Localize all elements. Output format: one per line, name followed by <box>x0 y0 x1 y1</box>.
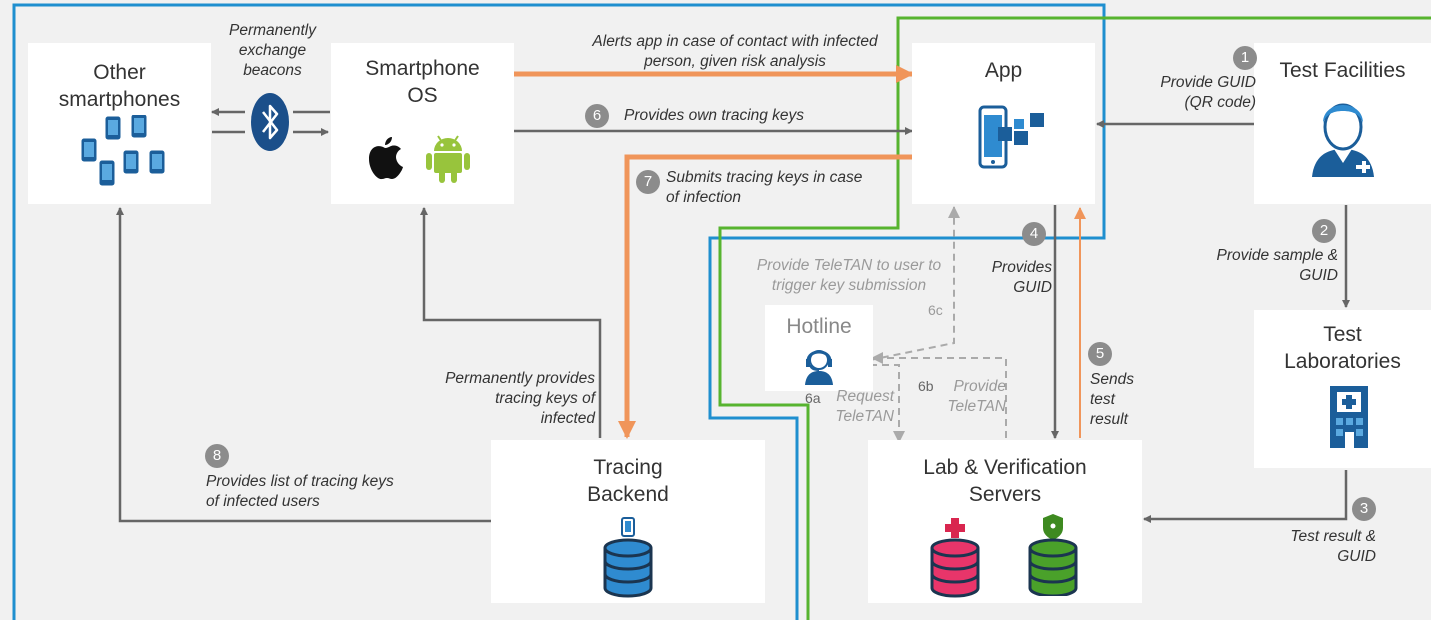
step-1-badge: 1 <box>1233 46 1257 70</box>
other-smartphones-title: Other smartphones <box>58 61 181 111</box>
request-teletan-label: Request TeleTAN <box>835 388 894 425</box>
provide-teletan-arrow <box>871 352 1007 438</box>
submit-keys-arrow <box>618 154 915 439</box>
step-4-badge: 4 <box>1022 222 1046 246</box>
test-laboratories-title: Test Laboratories <box>1284 323 1401 373</box>
lab-servers-box: Lab & Verification Servers <box>868 440 1142 603</box>
teletan-user-arrow <box>869 206 960 361</box>
step-2-badge: 2 <box>1312 219 1336 243</box>
hospital-icon <box>1330 386 1368 448</box>
bluetooth-icon <box>251 93 289 151</box>
phones-grid-icon <box>81 115 165 186</box>
database-blue-icon <box>603 517 653 598</box>
nurse-icon <box>1312 103 1374 177</box>
infected-list-arrow <box>116 207 491 523</box>
database-red-cross-icon <box>930 518 980 598</box>
step-6c-label: 6c <box>928 302 943 318</box>
smartphone-os-box: Smartphone OS <box>331 43 514 204</box>
test-result-label: Test result & GUID <box>1290 528 1376 565</box>
green-frame <box>718 16 1431 620</box>
lab-servers-title: Lab & Verification Servers <box>923 456 1087 506</box>
test-facilities-box: Test Facilities <box>1254 43 1431 204</box>
provide-guid-label: Provide GUID (QR code) <box>1160 74 1256 111</box>
apple-icon <box>369 137 403 180</box>
app-title: App <box>984 59 1023 82</box>
tracing-backend-box: Tracing Backend <box>491 440 765 603</box>
infected-list-label: Provides list of tracing keys of infecte… <box>206 473 394 510</box>
step-5-badge: 5 <box>1088 342 1112 366</box>
provide-teletan-label: Provide TeleTAN <box>947 378 1006 415</box>
step-6-badge: 6 <box>585 104 609 128</box>
own-keys-label: Provides own tracing keys <box>624 107 805 124</box>
result-arrow <box>1143 470 1348 523</box>
step-7-badge: 7 <box>636 170 660 194</box>
permanent-keys-arrow <box>420 207 602 438</box>
request-teletan-arrow <box>870 364 905 443</box>
other-smartphones-box: Other smartphones <box>28 43 211 204</box>
step-8-badge: 8 <box>205 444 229 468</box>
hotline-box: Hotline <box>765 305 873 391</box>
teletan-user-label: Provide TeleTAN to user to trigger key s… <box>756 257 942 294</box>
provide-sample-label: Provide sample & GUID <box>1216 247 1338 284</box>
database-green-shield-icon <box>1028 514 1078 596</box>
step-6b-label: 6b <box>918 378 934 394</box>
smartphone-os-title: Smartphone OS <box>365 57 480 107</box>
blue-frame <box>12 3 1106 620</box>
alerts-label: Alerts app in case of contact with infec… <box>592 33 878 70</box>
permanent-keys-label: Permanently provides tracing keys of inf… <box>445 370 595 427</box>
test-facilities-title: Test Facilities <box>1279 59 1406 82</box>
provides-guid-label: Provides GUID <box>991 259 1052 296</box>
test-laboratories-box: Test Laboratories <box>1254 310 1431 468</box>
app-box: App <box>912 43 1095 204</box>
step-6a-label: 6a <box>805 390 821 406</box>
tracing-backend-title: Tracing Backend <box>587 456 669 506</box>
submit-keys-label: Submits tracing keys in case of infectio… <box>666 169 863 206</box>
step-3-badge: 3 <box>1352 497 1376 521</box>
android-icon <box>426 135 470 183</box>
sends-result-label: Sends test result <box>1090 371 1134 428</box>
beacons-label: Permanently exchange beacons <box>228 22 316 79</box>
headset-operator-icon <box>805 350 833 385</box>
hotline-title: Hotline <box>786 315 852 338</box>
app-phone-icon <box>978 105 1044 169</box>
